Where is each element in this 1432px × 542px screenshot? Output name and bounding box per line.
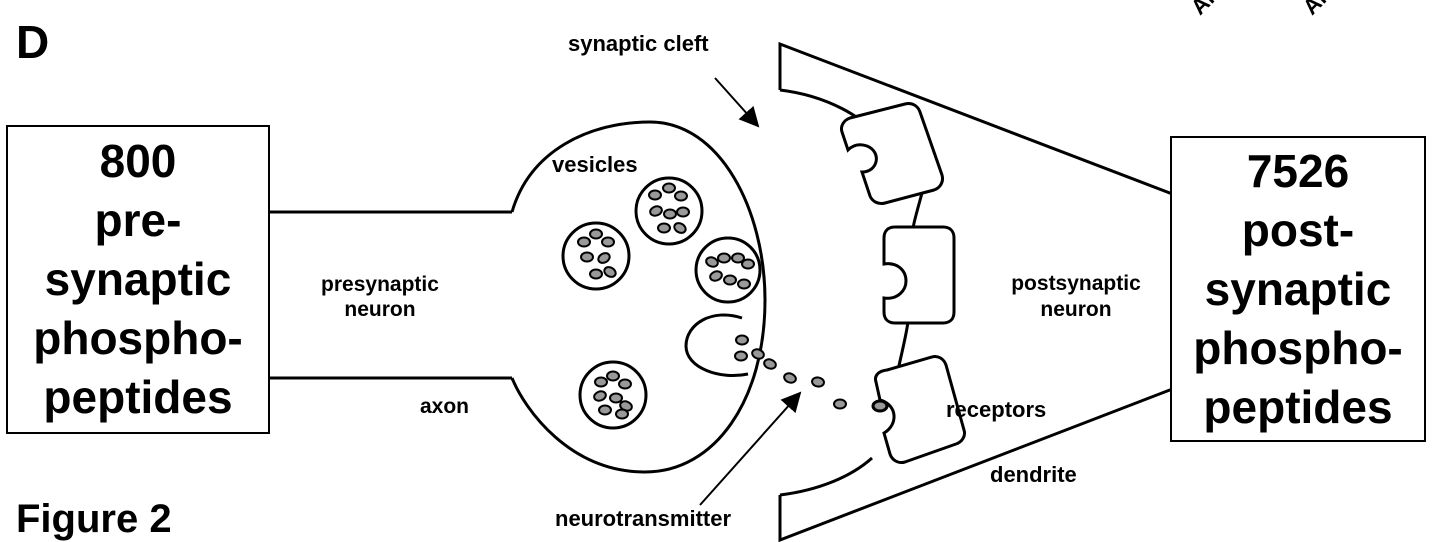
dendrite-label: dendrite	[990, 462, 1077, 487]
neurotransmitter-molecule	[581, 253, 593, 262]
neurotransmitter-molecule	[616, 410, 628, 419]
neurotransmitter-molecule	[742, 260, 754, 269]
presynaptic-neuron-label-line1: presynaptic	[321, 273, 439, 296]
box-text-line: pre-	[95, 191, 182, 250]
bound-neurotransmitter	[873, 401, 887, 411]
neurotransmitter-molecule	[663, 184, 675, 193]
postsynaptic-membrane-bottom	[780, 458, 872, 495]
corner-text-fragment-left: Ar	[1186, 0, 1221, 20]
neurotransmitter-molecule	[783, 372, 797, 385]
synaptic-cleft-label: synaptic cleft	[568, 31, 709, 56]
neurotransmitter-molecule	[607, 372, 619, 381]
neurotransmitter-molecule	[602, 238, 614, 247]
neurotransmitter-molecule	[751, 348, 765, 361]
fusing-vesicle	[686, 315, 748, 376]
neurotransmitter-molecule	[834, 400, 846, 409]
neurotransmitter-molecule	[664, 210, 676, 219]
neurotransmitter-molecule	[738, 280, 750, 289]
box-text-line: phospho-	[1193, 319, 1403, 378]
presynaptic-count: 800	[100, 132, 177, 191]
box-text-line: post-	[1242, 201, 1354, 260]
vesicles-label: vesicles	[552, 152, 638, 177]
neurotransmitter-arrow	[700, 393, 800, 505]
receptor	[884, 227, 954, 323]
postsynaptic-upper-edge	[780, 44, 1175, 195]
neurotransmitter-molecule	[677, 208, 689, 217]
axon-label: axon	[420, 395, 469, 418]
vesicle-group	[563, 178, 760, 428]
neurotransmitter-molecule	[595, 378, 607, 387]
box-text-line: peptides	[43, 368, 232, 427]
box-text-line: synaptic	[1205, 260, 1392, 319]
neurotransmitter-molecule	[658, 224, 670, 233]
panel-letter: D	[16, 16, 49, 68]
postsynaptic-neuron-label-line1: postsynaptic	[1011, 272, 1141, 295]
postsynaptic-membrane-seg	[898, 322, 908, 370]
box-text-line: phospho-	[33, 309, 243, 368]
box-text-line: peptides	[1203, 378, 1392, 437]
postsynaptic-phosphopeptides-box: 7526 post- synaptic phospho- peptides	[1170, 136, 1426, 442]
neurotransmitter-molecule	[610, 394, 622, 403]
neurotransmitter-molecule	[578, 238, 590, 247]
vesicle	[696, 238, 760, 302]
neurotransmitter-molecule	[811, 377, 824, 388]
neurotransmitter-molecule	[718, 254, 730, 263]
neurotransmitter-molecule	[590, 230, 602, 239]
corner-text-fragment-right: Ar	[1298, 0, 1333, 20]
receptors-label: receptors	[946, 397, 1046, 422]
receptor	[841, 103, 942, 203]
neurotransmitter-molecule	[763, 358, 777, 371]
neurotransmitter-molecule	[724, 276, 736, 285]
postsynaptic-count: 7526	[1247, 142, 1349, 201]
presynaptic-neuron-outline	[270, 122, 765, 472]
neurotransmitter-molecule	[599, 406, 611, 415]
neurotransmitter-molecule	[649, 191, 661, 200]
neurotransmitter-molecule	[675, 192, 687, 201]
neurotransmitter-molecule	[735, 352, 747, 361]
postsynaptic-neuron-label-line2: neuron	[1040, 298, 1111, 321]
presynaptic-neuron-label-line2: neuron	[344, 298, 415, 321]
neurotransmitter-molecule	[590, 270, 602, 279]
neurotransmitter-label: neurotransmitter	[555, 506, 731, 531]
neurotransmitter-molecules	[578, 184, 846, 419]
neurotransmitter-molecule	[736, 336, 748, 345]
presynaptic-phosphopeptides-box: 800 pre- synaptic phospho- peptides	[6, 125, 270, 434]
box-text-line: synaptic	[45, 250, 232, 309]
synaptic-cleft-arrow	[715, 78, 758, 126]
figure-label: Figure 2	[16, 497, 172, 541]
neurotransmitter-molecule	[619, 380, 631, 389]
